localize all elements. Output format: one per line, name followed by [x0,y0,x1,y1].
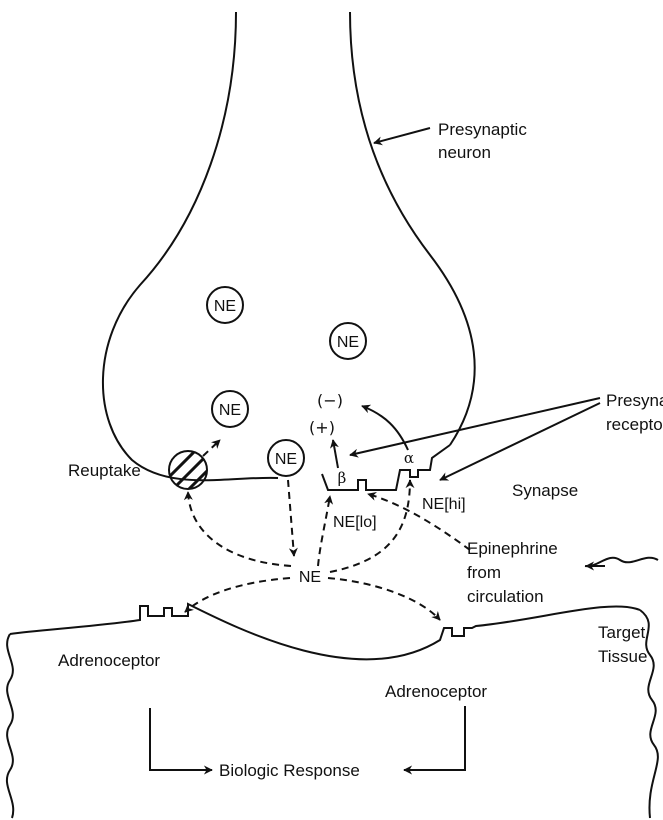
epinephrine-label: Epinephrine [467,539,558,558]
ne-lo-path [318,496,330,566]
ne-hi-label: NE[hi] [422,496,466,513]
svg-text:NE: NE [214,298,236,315]
circulation-squiggle [585,558,658,566]
presynaptic-receptors-label-2: receptors [606,415,663,434]
beta-symbol: β [338,469,347,487]
reuptake-arrow [203,440,220,456]
ne-lo-label: NE[lo] [333,514,377,531]
vesicle: NE [207,287,243,323]
synapse-label: Synapse [512,481,578,500]
ne-released: NE [299,569,321,586]
vesicle-releasing: NE [268,440,304,476]
vesicle: NE [330,323,366,359]
presynaptic-receptors-label: Presynapic [606,391,663,410]
receptor-pointer-alpha [440,403,600,480]
reuptake-path [188,492,291,566]
plus-feedback: (+) [309,418,335,437]
beta-facilitation-arrow [333,440,338,468]
svg-text:NE: NE [275,451,297,468]
adrenoceptor-label-right: Adrenoceptor [385,682,487,701]
vesicle: NE [212,391,248,427]
svg-text:NE: NE [219,402,241,419]
reuptake-label: Reuptake [68,461,141,480]
target-tissue-label: Target [598,623,646,642]
response-connector-left [150,708,212,770]
to-adrenoceptor-left [185,578,290,612]
reuptake-transporter [160,442,216,498]
biologic-response-label: Biologic Response [219,761,360,780]
target-tissue-label-2: Tissue [598,647,647,666]
presynaptic-neuron-outline [103,12,278,480]
receptor-pointer-beta [350,398,600,455]
response-connector-right [404,706,465,770]
presynaptic-neuron-label-2: neuron [438,143,491,162]
to-adrenoceptor-right [328,578,440,620]
release-arrow [288,480,294,556]
epinephrine-label-3: circulation [467,587,544,606]
presynaptic-neuron-label: Presynaptic [438,120,527,139]
target-tissue-left-edge [7,634,13,818]
adrenoceptor-label-left: Adrenoceptor [58,651,160,670]
minus-feedback: (−) [317,391,343,410]
epinephrine-label-2: from [467,563,501,582]
svg-text:NE: NE [337,334,359,351]
presynaptic-neuron-outline-right [350,12,475,445]
alpha-symbol: α [404,449,414,467]
neuron-pointer-arrow [374,128,430,143]
